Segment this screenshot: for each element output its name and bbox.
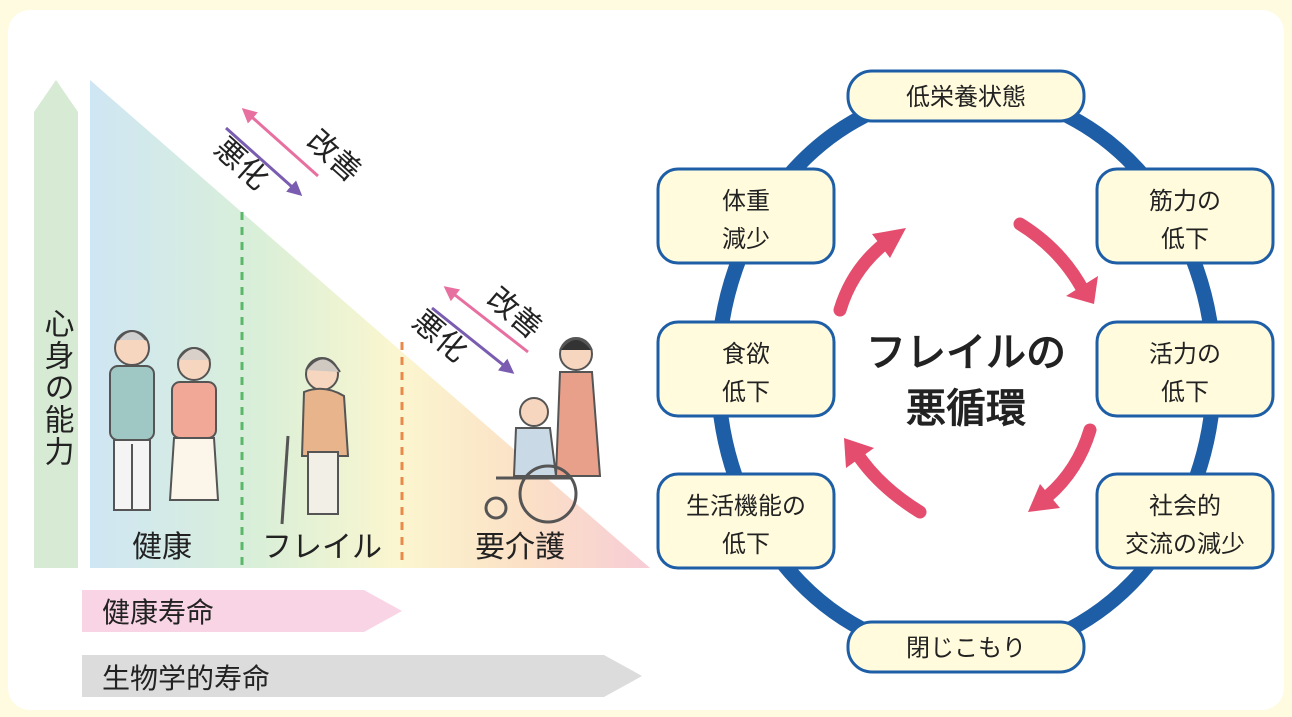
worsen-arrow-lower [431, 306, 515, 374]
svg-text:低下: 低下 [1161, 378, 1209, 406]
worsen-label-upper: 悪化 [207, 131, 275, 197]
cycle-title-line1: フレイルの [866, 330, 1066, 376]
healthy-life-bar [82, 590, 402, 632]
svg-text:体重: 体重 [722, 187, 770, 215]
node-social-decline: 社会的 交流の減少 [1095, 472, 1275, 570]
ability-axis-arrow [34, 80, 78, 568]
stage-label-frailty: フレイル [262, 530, 382, 565]
ability-triangle [90, 80, 650, 568]
cycle-arrow-bottom-left [844, 438, 927, 519]
biological-life-label: 生物学的寿命 [102, 662, 270, 695]
worsen-label-lower: 悪化 [405, 304, 473, 369]
cycle-title-line2: 悪循環 [906, 386, 1026, 432]
stage-label-care: 要介護 [475, 530, 565, 565]
svg-text:筋力の: 筋力の [1149, 187, 1221, 215]
improve-arrow-upper [241, 108, 319, 178]
svg-text:生活機能の: 生活機能の [686, 492, 806, 520]
healthy-life-label: 健康寿命 [102, 596, 214, 629]
cycle-arrow-top-left [833, 228, 906, 317]
improve-label-upper: 改善 [300, 123, 368, 189]
svg-text:食欲: 食欲 [722, 340, 770, 368]
svg-text:低栄養状態: 低栄養状態 [906, 83, 1026, 111]
frail-elder-illustration [280, 357, 350, 525]
biological-life-bar [82, 655, 642, 697]
svg-text:低下: 低下 [722, 530, 770, 558]
cycle-arrow-top-right [1013, 217, 1098, 304]
improve-label-lower: 改善 [480, 281, 548, 346]
svg-text:減少: 減少 [722, 225, 770, 253]
ability-axis-label: 心身の能力 [39, 308, 74, 468]
node-appetite-decline: 食欲 低下 [656, 320, 836, 418]
stage-label-healthy: 健康 [132, 530, 192, 565]
node-weight-loss: 体重 減少 [656, 167, 836, 265]
node-muscle-decline: 筋力の 低下 [1095, 167, 1275, 265]
svg-text:交流の減少: 交流の減少 [1125, 530, 1245, 558]
cycle-arrow-bottom-right [1028, 423, 1097, 512]
healthy-man-illustration [109, 330, 155, 511]
svg-text:閉じこもり: 閉じこもり [906, 634, 1026, 662]
node-malnutrition: 低栄養状態 [846, 69, 1086, 123]
svg-text:低下: 低下 [1161, 225, 1209, 253]
svg-text:活力の: 活力の [1149, 340, 1221, 368]
svg-text:社会的: 社会的 [1149, 492, 1221, 520]
worsen-arrow-upper [225, 126, 303, 196]
healthy-woman-illustration [168, 347, 220, 501]
svg-text:低下: 低下 [722, 378, 770, 406]
care-wheelchair-illustration [484, 337, 602, 524]
node-vitality-decline: 活力の 低下 [1095, 320, 1275, 418]
improve-arrow-lower [443, 286, 529, 354]
node-withdrawal: 閉じこもり [846, 620, 1086, 674]
node-function-decline: 生活機能の 低下 [656, 472, 836, 570]
